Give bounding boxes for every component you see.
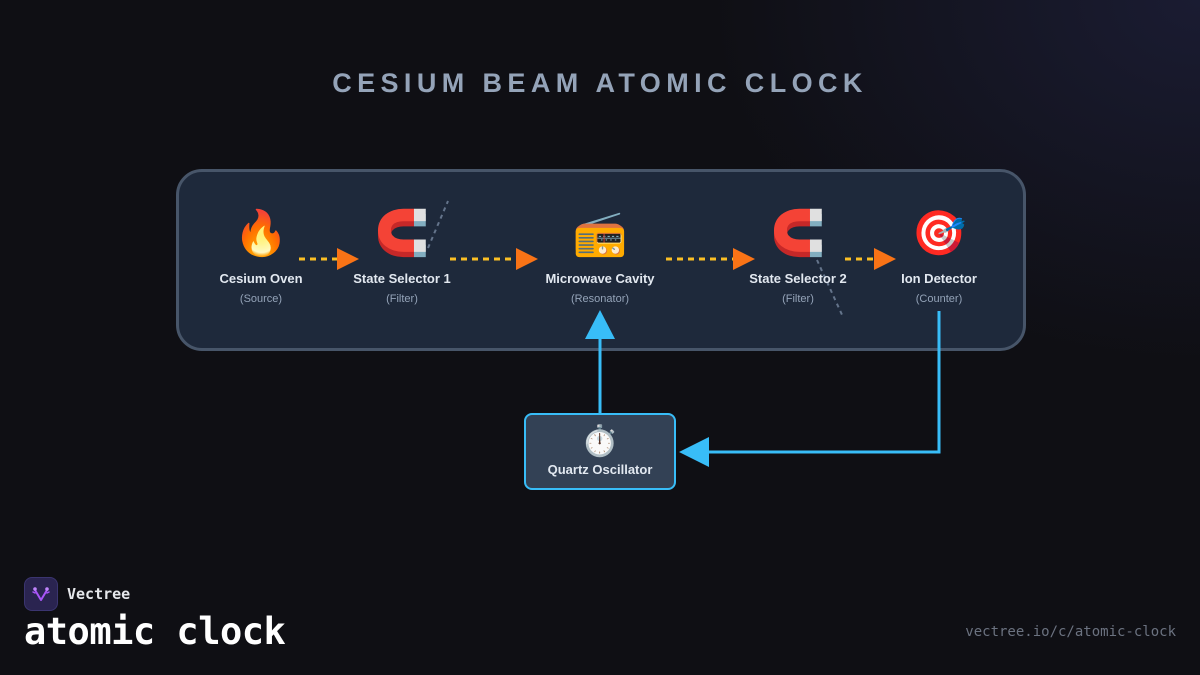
node-label: Microwave Cavity xyxy=(545,271,655,286)
node-label: Ion Detector xyxy=(901,271,977,286)
edge-oven-selector1 xyxy=(299,248,359,270)
node-label: Quartz Oscillator xyxy=(547,462,653,477)
node-sublabel: (Resonator) xyxy=(570,293,630,305)
arrowhead xyxy=(733,248,755,270)
node-cesium-oven[interactable]: 🔥 Cesium Oven (Source) xyxy=(191,208,331,305)
deflect-line-selector1 xyxy=(427,200,449,249)
logo-glyph xyxy=(32,587,50,601)
node-label: Cesium Oven xyxy=(219,271,303,286)
edge-cavity-selector2 xyxy=(666,248,755,270)
edge-selector2-detector xyxy=(845,248,896,270)
node-microwave-cavity[interactable]: 📻 Microwave Cavity (Resonator) xyxy=(530,208,670,305)
diagram-url[interactable]: vectree.io/c/atomic-clock xyxy=(965,624,1176,640)
magnet-icon: 🧲 xyxy=(374,209,430,258)
arrowhead xyxy=(585,310,615,339)
edge-oscillator-cavity xyxy=(585,310,615,414)
radio-icon: 📻 xyxy=(572,209,628,258)
vectree-logo-icon xyxy=(24,577,58,611)
node-quartz-oscillator[interactable]: ⏱️ Quartz Oscillator xyxy=(524,413,676,490)
arrowhead xyxy=(516,248,538,270)
brand: Vectree xyxy=(24,577,130,611)
magnet-icon: 🧲 xyxy=(770,209,826,258)
node-state-selector-1[interactable]: 🧲 State Selector 1 (Filter) xyxy=(332,208,472,305)
arrowhead xyxy=(679,437,709,467)
node-label: State Selector 2 xyxy=(749,271,847,286)
stopwatch-icon: ⏱️ xyxy=(581,425,619,458)
arrowhead xyxy=(337,248,359,270)
node-sublabel: (Source) xyxy=(239,293,283,305)
edge-detector-oscillator xyxy=(679,311,941,467)
diagram-title: CESIUM BEAM ATOMIC CLOCK xyxy=(332,68,868,98)
deflect-line-selector2 xyxy=(816,259,844,318)
arrowhead xyxy=(874,248,896,270)
node-ion-detector[interactable]: 🎯 Ion Detector (Counter) xyxy=(869,208,1009,305)
fire-icon: 🔥 xyxy=(233,209,289,258)
node-label: State Selector 1 xyxy=(353,271,451,286)
node-sublabel: (Filter) xyxy=(386,293,418,305)
node-sublabel: (Counter) xyxy=(915,293,963,305)
brand-name: Vectree xyxy=(67,585,131,603)
diagram-name: atomic clock xyxy=(24,610,286,653)
node-sublabel: (Filter) xyxy=(782,293,814,305)
edge-selector1-cavity xyxy=(450,248,538,270)
target-icon: 🎯 xyxy=(911,209,967,258)
node-state-selector-2[interactable]: 🧲 State Selector 2 (Filter) xyxy=(728,208,868,305)
